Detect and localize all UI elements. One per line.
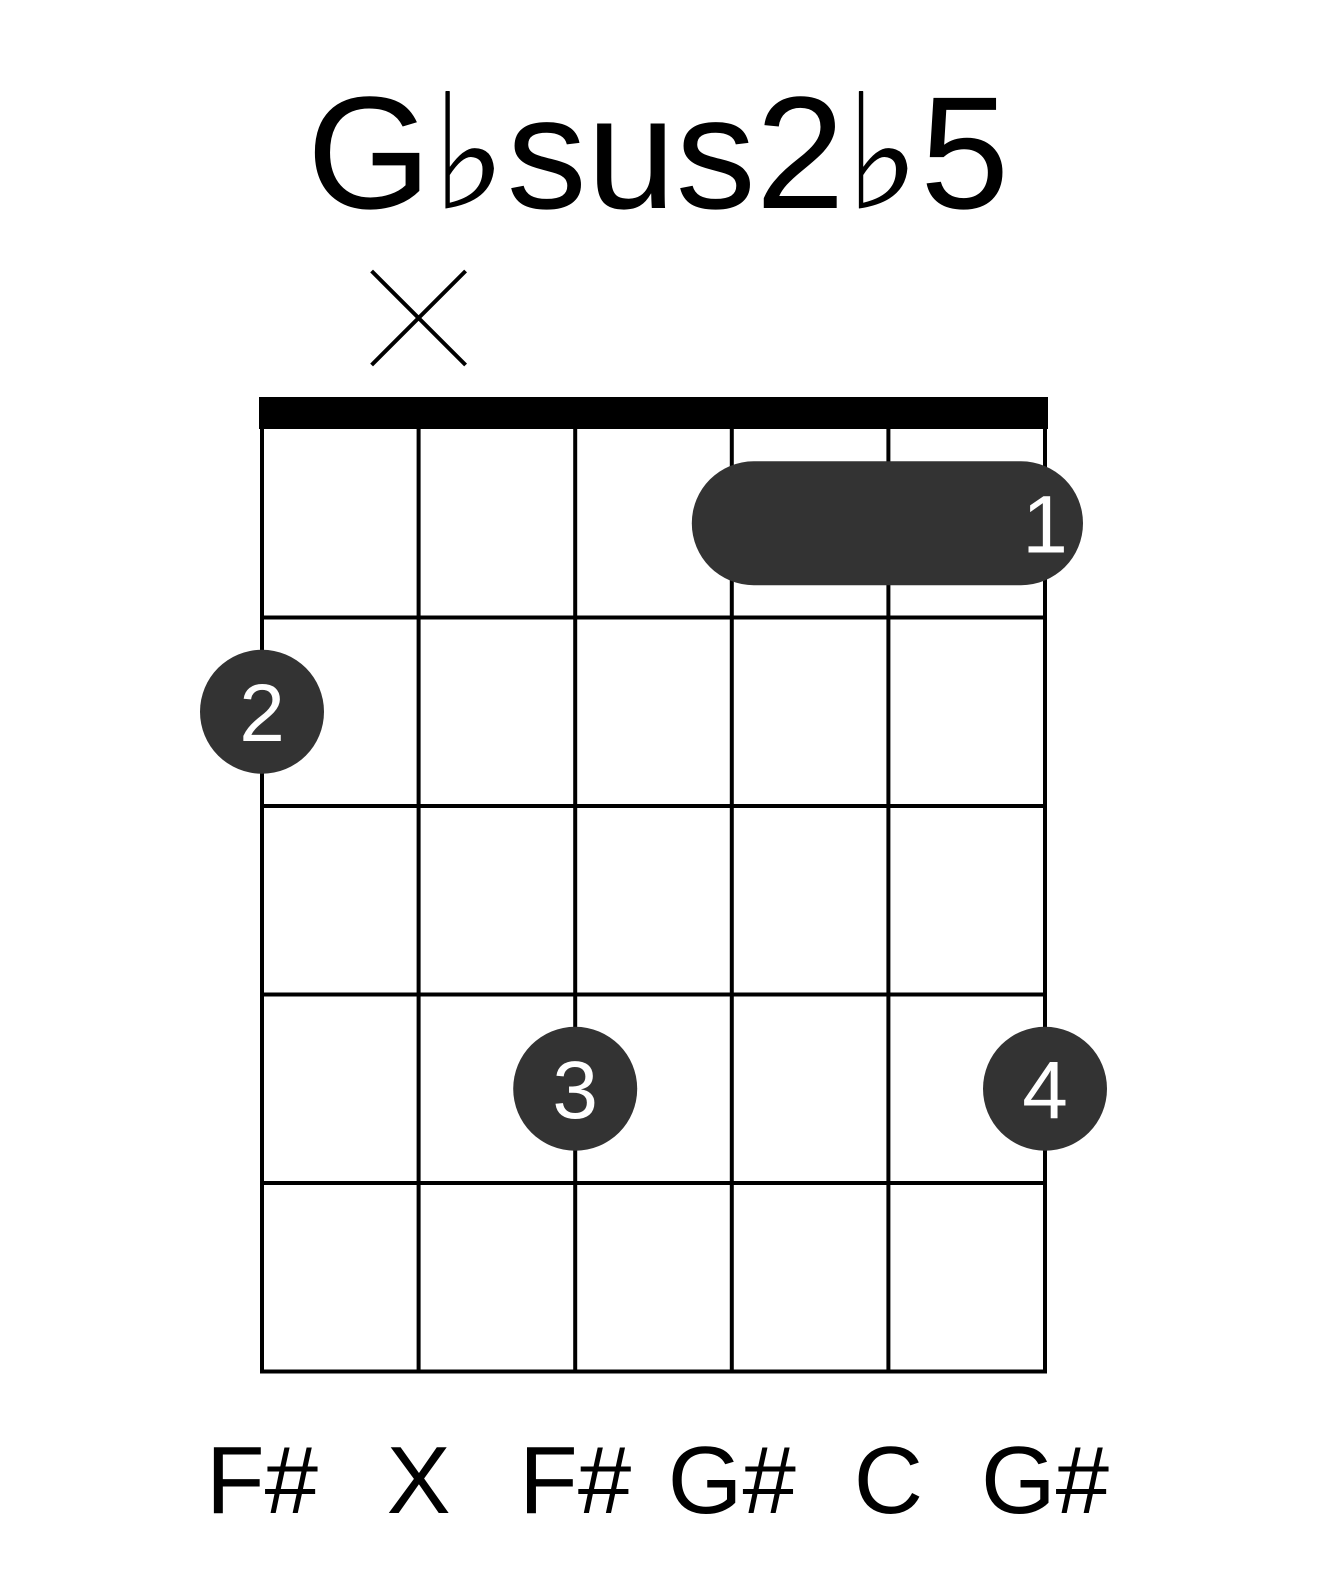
string-note-label: X	[387, 1427, 451, 1534]
string-note-label: F#	[519, 1427, 631, 1534]
string-status-marks	[370, 269, 468, 367]
fretboard-grid	[259, 397, 1048, 1374]
chord-title: G♭sus2♭5	[307, 63, 1009, 242]
x-mark-stroke	[370, 269, 468, 367]
finger-dot-circle	[513, 1026, 638, 1151]
finger-number: 1	[1022, 479, 1068, 570]
string-note-label: C	[854, 1427, 923, 1534]
barre-bar	[691, 461, 1083, 586]
finger-number: 3	[552, 1045, 598, 1136]
finger-markers: 1 2 3 4	[200, 461, 1107, 1151]
nut	[259, 397, 1048, 429]
x-mark-icon	[370, 269, 468, 367]
string-note-labels: F# X F# G# C G#	[206, 1427, 1109, 1534]
finger-dot-circle	[200, 649, 324, 774]
string-note-label: F#	[206, 1427, 318, 1534]
barre-marker: 1	[691, 461, 1083, 586]
finger-dot: 3	[513, 1026, 638, 1151]
finger-dot: 2	[200, 649, 324, 774]
string-note-label: G#	[981, 1427, 1109, 1534]
finger-dot-circle	[983, 1026, 1107, 1151]
finger-dot: 4	[983, 1026, 1107, 1151]
finger-number: 2	[239, 668, 285, 759]
finger-number: 4	[1022, 1045, 1068, 1136]
string-note-label: G#	[668, 1427, 796, 1534]
